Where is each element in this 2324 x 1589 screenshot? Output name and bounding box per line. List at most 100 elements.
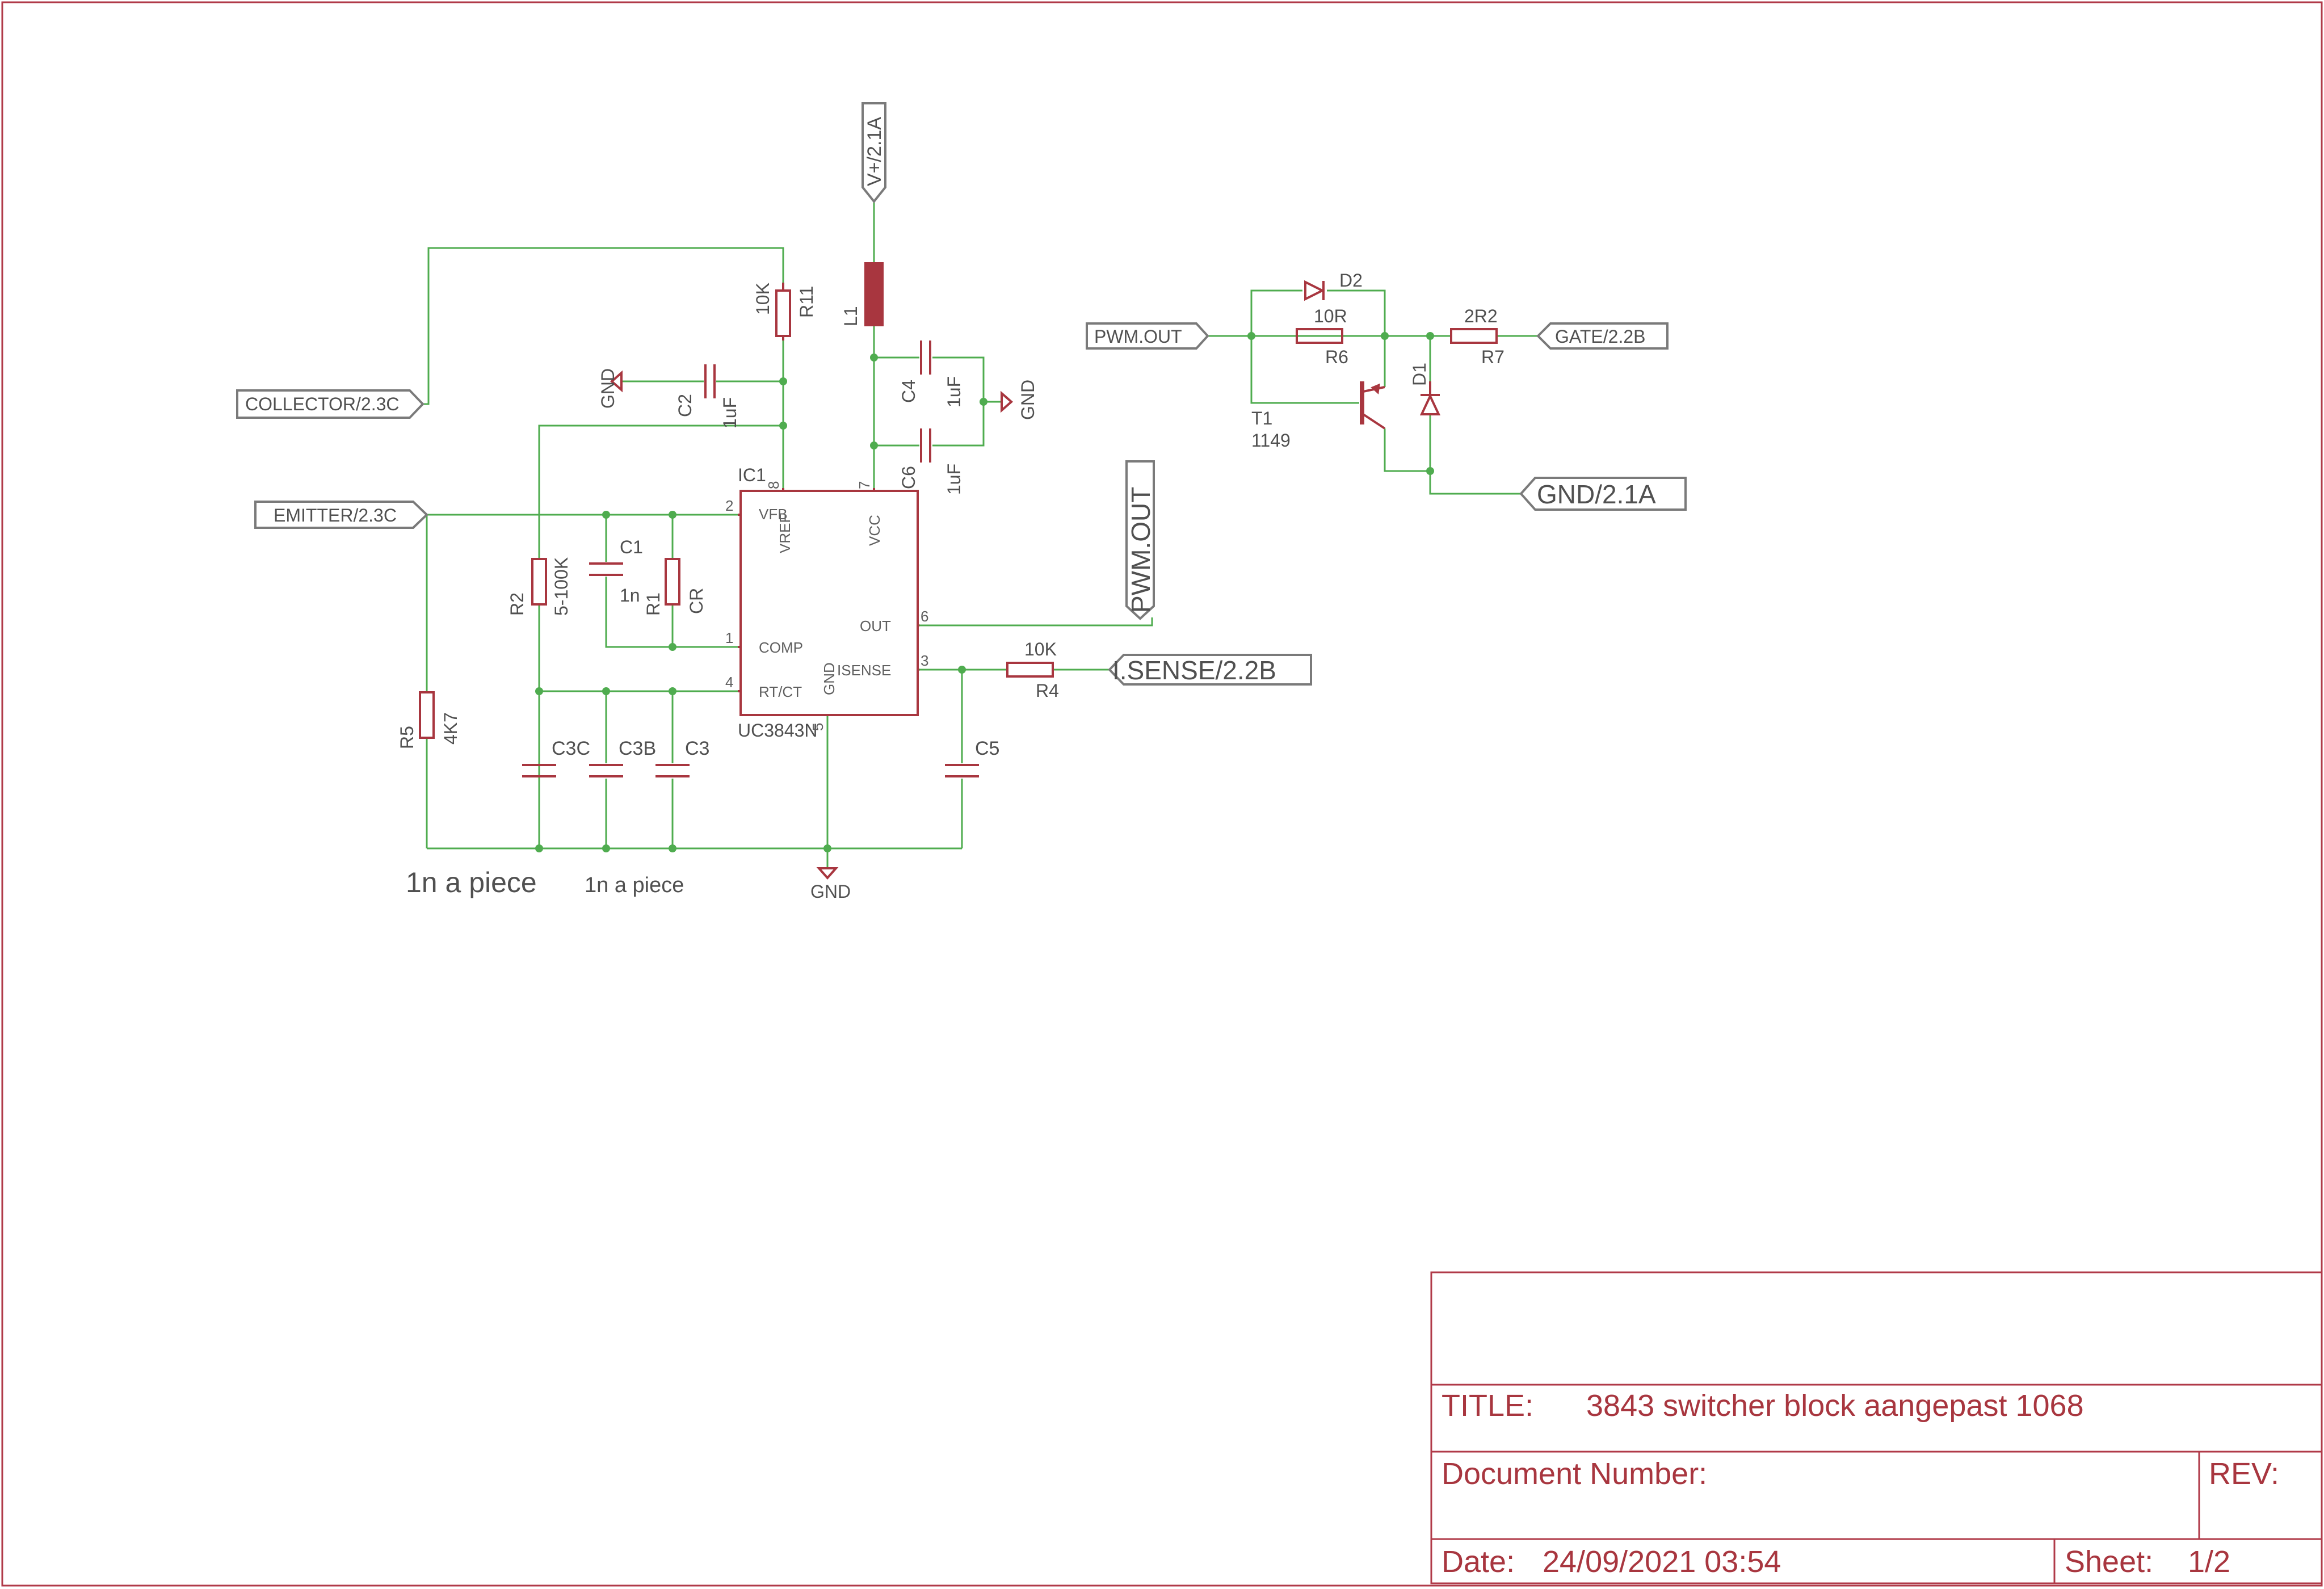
c4-name: C4 [898,380,919,403]
resistor-r4: 10K R4 [1006,639,1059,701]
r4-value: 10K [1024,639,1057,659]
r5-name: R5 [397,726,417,749]
resistor-r2: R2 5-100K [507,557,571,616]
capacitor-c3: C3 [655,738,709,777]
note-1n-a-piece-small: 1n a piece [585,873,684,897]
page-title: 3843 switcher block aangepast 1068 [1586,1389,2084,1423]
port-emitter: EMITTER/2.3C [254,501,428,529]
port-gnd-out-label: GND/2.1A [1537,480,1656,509]
port-vplus-label: V+/2.1A [864,117,885,186]
c3c-name: C3C [552,738,590,759]
diode-d1: D1 [1409,363,1441,415]
ic1-name: IC1 [738,465,766,485]
wires [423,201,1538,868]
r7-name: R7 [1481,347,1504,367]
resistor-r6: 10R R6 [1296,306,1348,367]
ic1-pinnum-4: 4 [725,674,733,691]
ic1-pinnum-2: 2 [725,497,733,514]
port-isense: I.SENSE/2.2B [1108,654,1312,686]
r2-value: 5-100K [551,557,571,616]
port-pwm-out-vertical: PWM.OUT [1125,460,1155,620]
r1-name: R1 [643,592,663,616]
ic1-pinnum-6: 6 [921,608,928,625]
ic1-pin-isense: ISENSE [837,662,891,679]
port-collector: COLLECTOR/2.3C [236,389,425,419]
port-emitter-label: EMITTER/2.3C [274,505,397,526]
port-collector-label: COLLECTOR/2.3C [245,394,400,414]
c1-value: 1n [620,585,640,606]
capacitor-c2: C2 1uF [675,364,740,428]
ic1-pinnum-1: 1 [725,629,733,646]
t1-name: T1 [1251,408,1272,428]
port-pwm-out-vertical-label: PWM.OUT [1126,487,1155,613]
ic1-pin-gnd: GND [821,662,838,695]
c1-name: C1 [620,537,643,557]
capacitor-c6: C6 1uF [898,428,964,495]
gnd-symbol-c4: GND [1001,380,1038,420]
resistor-r11: 10K R11 [753,283,817,340]
r11-name: R11 [796,286,817,318]
port-pwm-out-input-label: PWM.OUT [1094,326,1182,347]
date-label: Date: [1442,1545,1515,1579]
resistor-r7: 2R2 R7 [1450,306,1504,367]
d2-name: D2 [1339,270,1363,291]
ic1-pin-out: OUT [860,617,891,634]
capacitor-c4: C4 1uF [898,340,964,407]
port-gate: GATE/2.2B [1536,322,1669,350]
ic1-value: UC3843N [738,720,818,741]
sheet-label: Sheet: [2065,1545,2153,1579]
inductor-l1: L1 [840,262,884,326]
c3b-name: C3B [619,738,656,759]
gnd-c4-label: GND [1018,380,1038,420]
ic1-pinnum-5: 5 [809,723,826,731]
port-gnd-out: GND/2.1A [1519,477,1687,511]
c6-name: C6 [898,466,919,489]
r11-value: 10K [753,283,773,315]
resistor-r1: R1 CR [643,558,707,616]
r6-value: 10R [1314,306,1347,326]
date-value: 24/09/2021 03:54 [1543,1545,1781,1579]
title-block: TITLE: 3843 switcher block aangepast 106… [1430,1271,2323,1584]
l1-name: L1 [840,306,861,326]
c2-name: C2 [675,394,695,417]
capacitor-c3c: C3C [522,738,590,777]
transistor-t1: T1 1149 [1251,381,1386,451]
capacitor-c1: C1 1n [589,537,643,606]
gnd-symbol-bottom: GND [810,867,851,902]
rev-label: REV: [2209,1457,2279,1491]
ic1-pin-rtct: RT/CT [759,683,802,700]
ic1-pin-vcc: VCC [866,515,883,546]
d1-name: D1 [1409,363,1430,386]
r1-value: CR [686,588,707,614]
port-isense-label: I.SENSE/2.2B [1112,655,1276,685]
port-vplus: V+/2.1A [861,102,886,204]
port-gate-label: GATE/2.2B [1555,326,1645,347]
r6-name: R6 [1325,347,1348,367]
ic1-pin-vref: VREF [776,514,793,553]
port-pwm-out-input: PWM.OUT [1086,322,1209,350]
note-1n-a-piece-large: 1n a piece [406,867,537,898]
diode-d2: D2 [1304,270,1363,301]
gnd-symbol-c2: GND [598,368,623,409]
c2-value: 1uF [720,397,740,428]
capacitor-c3b: C3B [589,738,656,777]
c6-value: 1uF [944,464,964,495]
gnd-c2-label: GND [598,368,618,409]
r7-value: 2R2 [1464,306,1498,326]
r5-value: 4K7 [440,712,461,745]
r4-name: R4 [1036,680,1059,701]
t1-value: 1149 [1251,430,1291,451]
c3-name: C3 [685,738,709,759]
c4-value: 1uF [944,376,964,407]
ic1-pinnum-3: 3 [921,652,928,669]
ic1-pinnum-8: 8 [765,481,782,489]
junctions [535,332,1434,852]
title-label: TITLE: [1442,1389,1533,1423]
document-number-label: Document Number: [1442,1457,1707,1491]
ic1-pinnum-7: 7 [856,481,873,489]
capacitor-c5: C5 [945,738,999,777]
r2-name: R2 [507,592,527,616]
ic1-pin-comp: COMP [759,639,803,656]
c5-name: C5 [975,738,999,759]
